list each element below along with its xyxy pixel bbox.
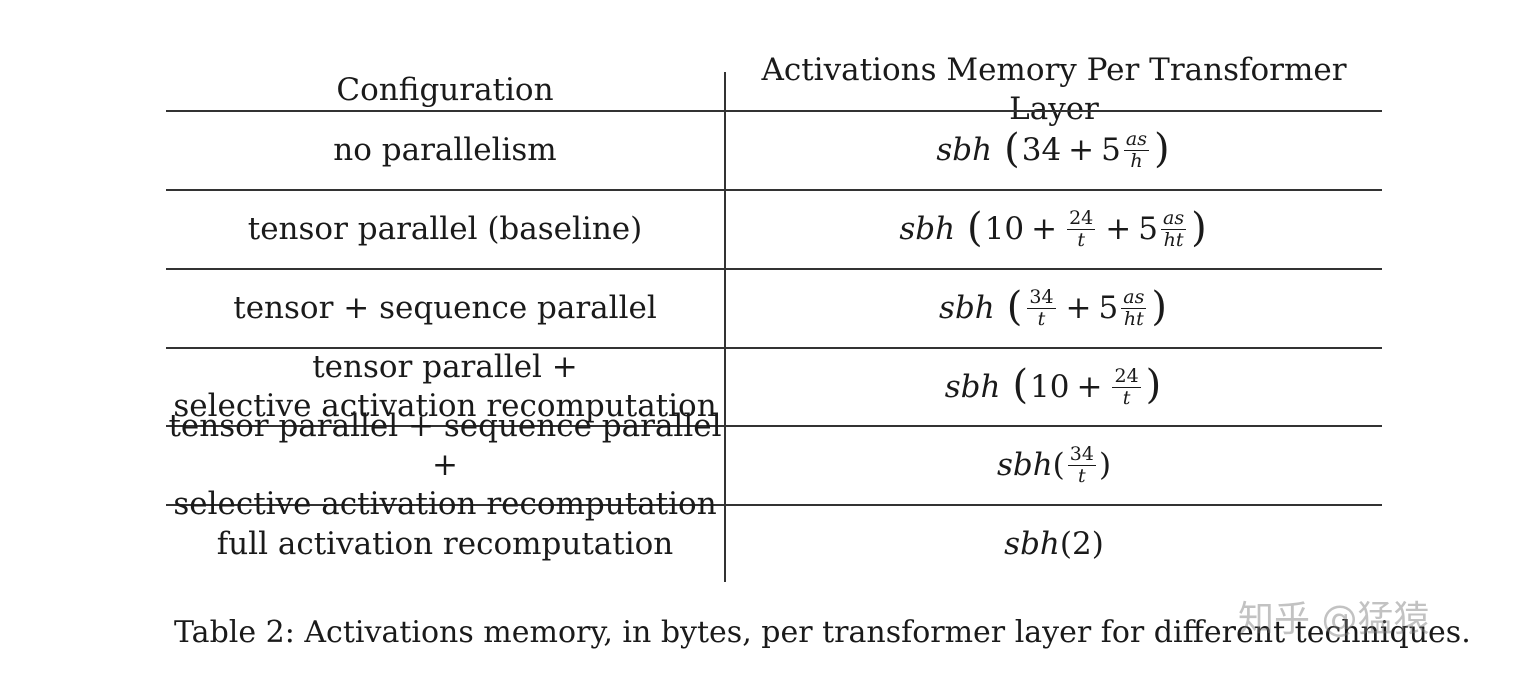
fraction-numerator: as [1121,286,1147,309]
fraction-denominator: t [1037,308,1046,330]
formula-token: sbh [899,211,956,247]
formula-token: 34 [1021,132,1062,168]
configuration-text: full activation recomputation [216,525,674,562]
fraction-denominator: h [1130,150,1143,172]
configuration-text: tensor parallel (baseline) [247,211,643,247]
table-caption: Table 2: Activations memory, in bytes, p… [174,615,1471,650]
configuration-text: no parallelism [333,132,557,168]
formula-token: 5 [1098,290,1119,326]
table-cell-configuration: tensor parallel + sequence parallel +sel… [166,408,724,522]
column-separator [724,72,726,582]
formula-token: ) [1153,125,1170,172]
row-rule [166,425,1382,427]
formula-token: sbh [939,290,995,326]
row-rule [166,347,1382,349]
configuration-text: selective activation recomputation [173,486,717,522]
formula-token: + [1105,211,1132,247]
fraction-numerator: 34 [1027,286,1056,309]
formula-token: ) [1151,283,1167,330]
fraction-denominator: t [1077,229,1085,251]
fraction-numerator: as [1123,128,1149,151]
formula-token: ) [1145,362,1162,408]
header-memory: Activations Memory Per Transformer Layer [726,52,1382,127]
formula-token: 10 [984,211,1025,247]
row-rule [166,268,1382,270]
memory-formula: sbh(2) [1004,525,1104,564]
formula-token: sbh [1004,525,1060,562]
formula-token: ) [1191,204,1207,251]
formula-token: 5 [1101,132,1121,168]
header-rule [166,110,1382,112]
row-rule [166,189,1382,191]
formula-token: 5 [1138,211,1158,247]
formula-token: + [1068,132,1095,168]
configuration-text: tensor parallel + sequence parallel + [168,408,722,483]
table-cell-configuration: tensor parallel (baseline) [166,191,724,268]
formula-token: + [1076,368,1103,405]
table-cell-configuration: full activation recomputation [166,506,724,582]
formula-token: ( [1006,283,1023,330]
configuration-text: selective activation recomputation [173,388,717,424]
formula-token: + [1031,211,1058,247]
formula-token: sbh [936,132,993,168]
table-cell-configuration: no parallelism [166,112,724,189]
header-memory-text: Activations Memory Per Transformer Layer [761,52,1347,127]
table-cell-memory-formula: sbh(2) [726,506,1382,582]
fraction-numerator: 24 [1067,207,1096,230]
fraction-denominator: t [1078,465,1086,487]
formula-token: ( [1004,125,1020,172]
watermark: 知乎 @猛猿 [1238,599,1430,640]
formula-token: ( [1012,362,1029,408]
table-cell-configuration: tensor + sequence parallel [166,270,724,347]
fraction-numerator: 34 [1067,443,1096,466]
configuration-text: tensor + sequence parallel [233,290,657,326]
header-configuration: Configuration [166,70,724,110]
fraction-denominator: ht [1163,229,1184,251]
table-cell-configuration: tensor parallel +selective activation re… [166,349,724,425]
formula-token: sbh [996,447,1053,483]
header-configuration-text: Configuration [336,71,554,108]
formula-token: + [1065,290,1092,326]
fraction-denominator: ht [1123,308,1144,330]
formula-token: ) [1098,447,1112,483]
fraction-denominator: t [1122,386,1131,409]
formula-token: 10 [1030,368,1070,405]
formula-token: ( [967,204,983,251]
fraction-numerator: as [1160,207,1187,230]
formula-token: (2) [1059,525,1104,562]
row-rule [166,504,1382,506]
formula-token: ( [1052,447,1065,483]
formula-token: sbh [944,368,1001,405]
configuration-text: tensor parallel + [312,349,578,385]
fraction-numerator: 24 [1112,364,1141,388]
